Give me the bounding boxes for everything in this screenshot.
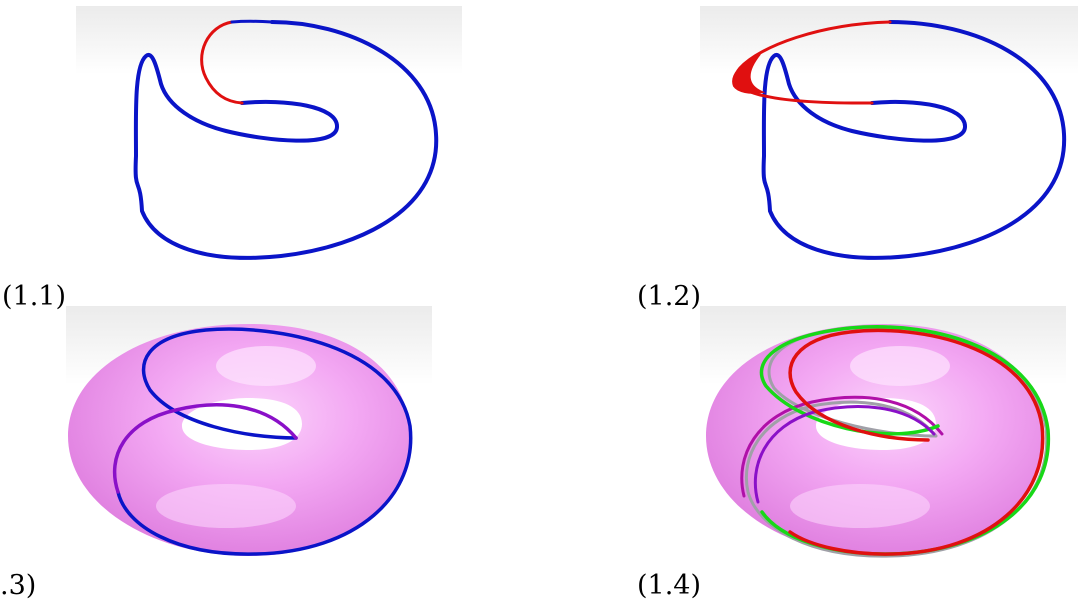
curve-plot-1-2 [700, 6, 1078, 280]
torus-plot-1-4 [700, 306, 1066, 568]
blue-curve [761, 20, 1067, 260]
purple-curve-on-torus [112, 403, 298, 494]
panel-1-2 [700, 6, 1078, 280]
torus-plot-1-3 [66, 306, 432, 568]
panel-1-1 [76, 6, 462, 280]
panel-1-3 [66, 306, 432, 568]
panel-background [76, 6, 462, 280]
caption-1-1: (1.1) [2, 281, 67, 312]
red-thick-band [732, 53, 766, 94]
red-curve-segment [200, 20, 244, 105]
caption-1-3: .3) [0, 570, 37, 601]
caption-1-2: (1.2) [637, 281, 702, 312]
torus-surface [68, 324, 410, 556]
caption-1-4: (1.4) [637, 570, 702, 601]
panel-1-4 [700, 306, 1066, 568]
blue-curve-on-torus [116, 327, 413, 556]
blue-curve [133, 20, 439, 260]
panel-background [700, 6, 1078, 280]
magenta-curve-on-torus [740, 395, 944, 498]
blue-curve-top [230, 19, 274, 24]
red-curve-on-torus [788, 328, 1045, 556]
curve-plot-1-1 [76, 6, 462, 280]
